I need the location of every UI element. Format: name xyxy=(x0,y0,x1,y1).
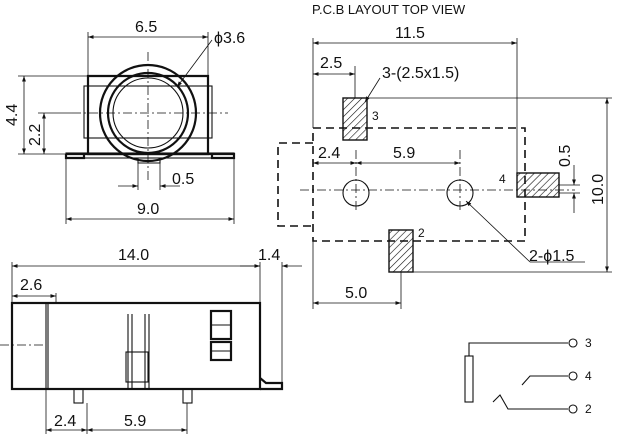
side-tab xyxy=(259,377,284,391)
dim-pcb-width: 11.5 xyxy=(395,25,425,42)
dim-front-width-top: 6.5 xyxy=(135,19,157,36)
pcb-outline xyxy=(312,127,526,242)
dim-side-left-offset: 2.6 xyxy=(20,277,42,294)
side-center-window xyxy=(125,351,149,383)
front-view: 6.5 ϕ3.6 4.4 2.2 0.5 9.0 xyxy=(4,19,245,224)
dim-side-pin-pitch: 5.9 xyxy=(124,413,146,430)
side-pin-2 xyxy=(182,388,193,404)
pcb-pad-4 xyxy=(516,172,560,198)
dim-pcb-pad-offset: 2.5 xyxy=(320,55,342,72)
side-body xyxy=(10,301,262,391)
schematic: 3 4 2 xyxy=(464,336,592,416)
pcb-pad-2 xyxy=(388,229,414,273)
dim-side-length: 14.0 xyxy=(118,247,149,264)
dim-pcb-pad2-offset: 5.0 xyxy=(345,285,367,302)
pcb-pad-2-label: 2 xyxy=(418,226,425,240)
dim-front-diameter: ϕ3.6 xyxy=(214,30,245,47)
schematic-terminal-2 xyxy=(568,404,578,414)
dim-front-center-height: 2.2 xyxy=(27,124,44,146)
side-view: 14.0 1.4 2.6 2.4 5.9 xyxy=(0,247,302,434)
schematic-sleeve xyxy=(464,355,474,403)
dim-front-width-bottom: 9.0 xyxy=(137,201,159,218)
dim-pcb-hole-offset: 2.4 xyxy=(318,145,340,162)
pcb-title: P.C.B LAYOUT TOP VIEW xyxy=(312,2,466,17)
schematic-terminal-4 xyxy=(568,371,578,381)
front-base xyxy=(64,152,236,160)
dim-front-height: 4.4 xyxy=(4,104,21,126)
dim-pcb-height: 10.0 xyxy=(590,174,607,205)
pcb-pad-4-label: 4 xyxy=(499,172,506,186)
schematic-terminal-3 xyxy=(568,338,578,348)
pcb-outline-left xyxy=(277,142,313,227)
pcb-pad-3 xyxy=(342,97,368,141)
schematic-pin-3: 3 xyxy=(585,336,592,350)
dim-pcb-pad4-offset: 0.5 xyxy=(557,145,574,167)
side-pin-1 xyxy=(73,388,84,404)
schematic-pin-2: 2 xyxy=(585,402,592,416)
dim-side-pin-offset: 2.4 xyxy=(54,413,76,430)
schematic-wire-2 xyxy=(492,394,568,410)
dim-pcb-hole-pitch: 5.9 xyxy=(393,145,415,162)
dim-pcb-hole-dia: 2-ϕ1.5 xyxy=(529,248,575,265)
schematic-wire-4 xyxy=(521,375,568,386)
dim-front-offset: 0.5 xyxy=(172,171,194,188)
pcb-layout: P.C.B LAYOUT TOP VIEW 3 4 2 11.5 2.5 3-(… xyxy=(277,2,612,309)
pcb-pad-3-label: 3 xyxy=(372,109,379,123)
schematic-wire-3 xyxy=(468,342,568,356)
schematic-pin-4: 4 xyxy=(585,369,592,383)
dim-side-tab: 1.4 xyxy=(258,247,280,264)
dim-pcb-pad-size: 3-(2.5x1.5) xyxy=(382,65,459,82)
